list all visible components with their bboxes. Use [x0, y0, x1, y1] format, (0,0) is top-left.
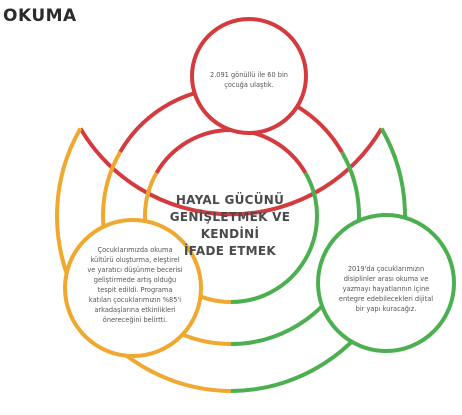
node-green-line: 2019'da çocuklarımızın	[347, 265, 425, 273]
center-label: HAYAL GÜCÜNÜ GENİŞLETMEK VE KENDİNİ İFAD…	[150, 192, 310, 260]
node-orange-line: Çocuklarımızda okuma	[97, 246, 173, 254]
node-red-circle	[190, 17, 308, 135]
node-orange-line: kültürü oluşturma, eleştirel	[90, 256, 180, 264]
node-red-line: çocuğa ulaştık.	[224, 81, 274, 89]
node-orange-line: geliştirmede artış olduğu	[93, 276, 177, 284]
outer-ring-red-arc	[78, 127, 384, 217]
page-title: OKUMA	[3, 6, 77, 26]
center-line: GENİŞLETMEK VE KENDİNİ	[169, 210, 291, 241]
node-red-text: 2.091 gönüllü ile 60 bin çocuğa ulaştık.	[204, 70, 294, 90]
node-green-circle	[316, 213, 456, 353]
center-line: HAYAL GÜCÜNÜ	[175, 193, 285, 207]
node-green-line: yazmayı hayatlarının içine	[342, 285, 430, 293]
inner-ring-green-arc	[230, 172, 319, 304]
node-orange-circle	[63, 218, 203, 358]
node-orange-line: tespit edildi. Programa	[97, 286, 173, 294]
node-orange-line: önereceğini belirtti.	[102, 316, 168, 324]
node-orange-line: arkadaşlarına etkinlikleri	[94, 306, 176, 314]
node-green-line: disiplinler arası okuma ve	[343, 275, 429, 283]
node-red-line: 2.091 gönüllü ile 60 bin	[210, 71, 288, 79]
center-line: İFADE ETMEK	[183, 244, 277, 258]
inner-ring-red-arc	[154, 127, 308, 175]
node-green-text: 2019'da çocuklarımızın disiplinler arası…	[330, 264, 442, 314]
node-green-line: bir yapı kuracağız.	[355, 305, 417, 313]
node-orange-text: Çocuklarımızda okuma kültürü oluşturma, …	[72, 245, 198, 325]
node-orange-line: katılan çocuklarımızın %85'i	[88, 296, 182, 304]
node-green-line: entegre edebilecekleri dijital	[338, 295, 434, 303]
node-orange-line: ve yaratıcı düşünme becerisi	[87, 266, 183, 274]
